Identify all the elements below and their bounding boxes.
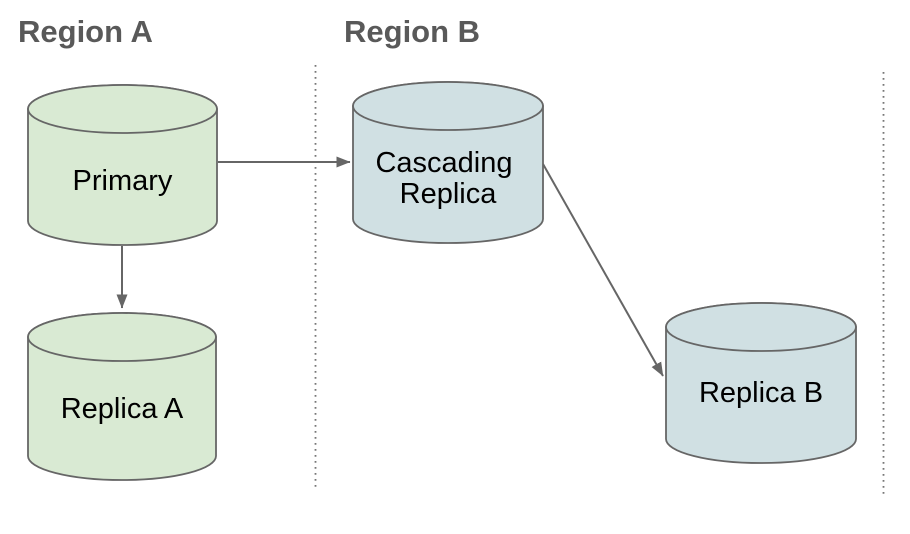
node-label-replica-b: Replica B <box>699 377 823 409</box>
region-a-title: Region A <box>18 14 153 49</box>
db-node-replica-a: Replica A <box>27 312 217 481</box>
db-node-cascading-replica: Cascading Replica <box>352 81 544 244</box>
cylinder-top <box>27 84 218 134</box>
node-label-cascading-replica: Cascading Replica <box>375 147 520 210</box>
node-label-primary: Primary <box>73 165 173 197</box>
cylinder-top <box>352 81 544 131</box>
db-node-primary: Primary <box>27 84 218 246</box>
region-b-title: Region B <box>344 14 480 49</box>
node-label-replica-a: Replica A <box>61 393 184 425</box>
edge-cascading-replica-to-replica-b <box>542 163 664 377</box>
db-node-replica-b: Replica B <box>665 302 857 464</box>
cylinder-top <box>27 312 217 362</box>
cylinder-top <box>665 302 857 352</box>
